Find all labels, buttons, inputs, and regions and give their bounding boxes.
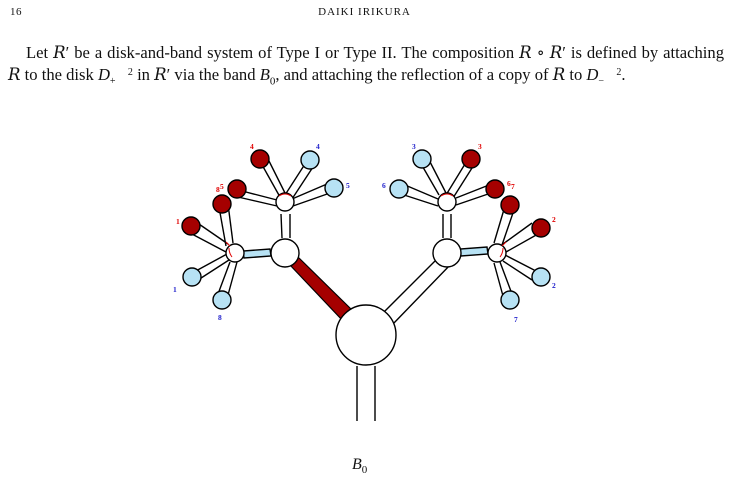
label-blue: 2 [552,281,556,290]
satellite-blue [324,178,344,198]
band-left-junction [242,248,272,259]
label-blue: 3 [412,142,416,151]
band-right-junction [459,246,489,257]
right-mid-disk [432,238,462,268]
left-mid-disk [270,238,300,268]
label-red: 7 [511,182,515,191]
label-red: 4 [250,142,254,151]
label-red: 2 [552,215,556,224]
satellite-blue [300,150,320,170]
satellite-blue [182,267,202,287]
satellite-blue [389,179,409,199]
left-upper-junction-disk [275,192,295,212]
satellite-blue [412,149,432,169]
band-b0-label: B0 [352,456,368,477]
central-disk [335,304,397,366]
satellite-red [485,179,505,199]
label-blue: 1 [173,285,177,294]
satellite-red [500,195,520,215]
label-red: 1 [176,217,180,226]
satellite-blue [500,290,520,310]
band-left-main-red [288,256,355,323]
label-red: 6 [507,179,511,188]
page-number: 16 [10,6,22,18]
running-title: DAIKI IRIKURA [318,6,411,18]
running-head: 16 DAIKI IRIKURA [0,0,729,24]
satellite-red [212,194,232,214]
left-lower-junction-disk [225,243,245,263]
label-red: 3 [478,142,482,151]
label-blue: 8 [218,313,222,322]
label-blue: 7 [514,315,518,324]
label-blue: 4 [316,142,320,151]
body-paragraph: Let R′ be a disk-and-band system of Type… [8,43,725,87]
label-red: 8 [216,185,220,194]
satellite-blue [531,267,551,287]
satellite-red [250,149,270,169]
satellite-red [227,179,247,199]
label-blue: 6 [382,181,386,190]
satellite-red [461,149,481,169]
right-upper-junction-disk [437,192,457,212]
label-blue: 5 [346,181,350,190]
satellite-blue [212,290,232,310]
right-lower-junction-disk [487,243,507,263]
label-red: 5 [220,182,224,191]
satellite-red [181,216,201,236]
satellite-red [531,218,551,238]
